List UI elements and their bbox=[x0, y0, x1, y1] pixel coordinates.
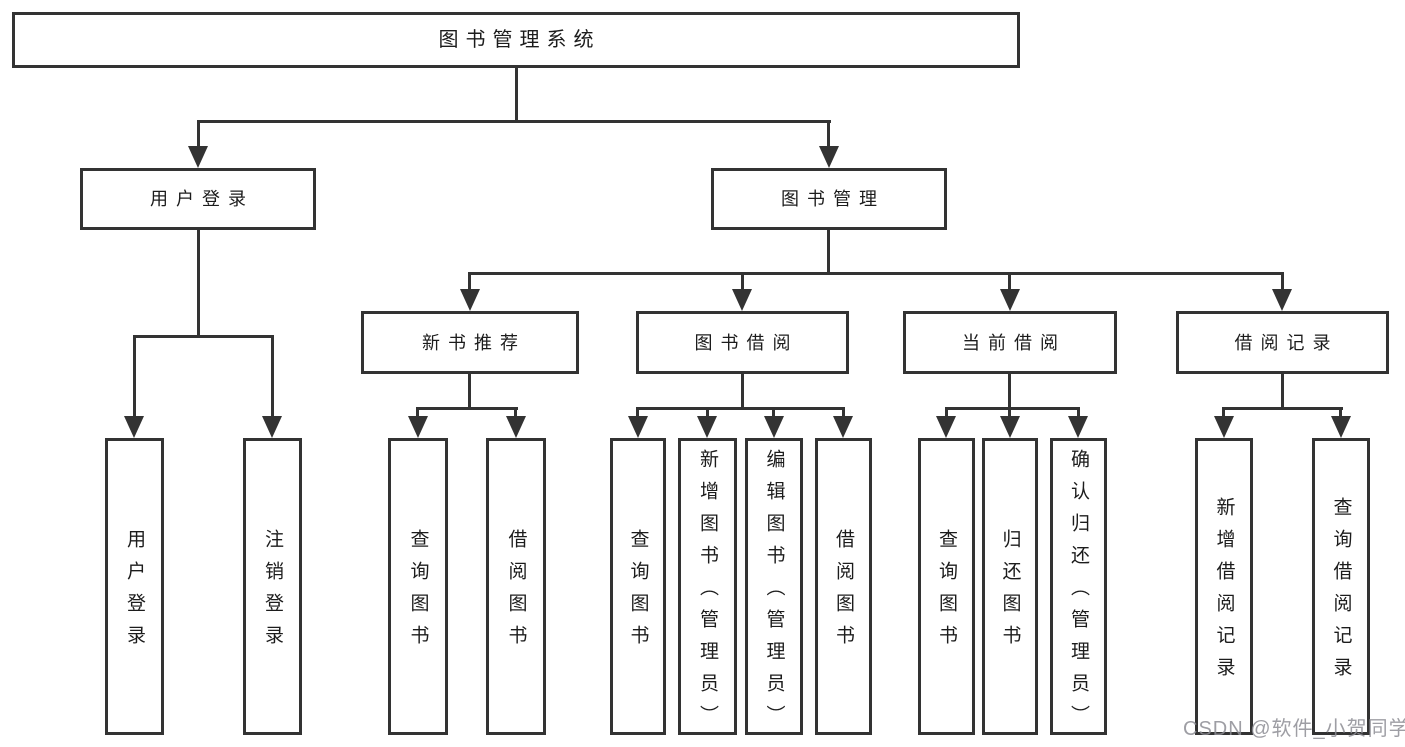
connector-current-borrow-stem bbox=[1008, 272, 1011, 291]
connector-root-stem bbox=[515, 66, 518, 122]
leaf-cb-query-books-label: 查询图书 bbox=[936, 529, 957, 657]
leaf-bb-edit-books-admin: 编辑图书（管理员） bbox=[745, 438, 803, 737]
leaf-bb-add-books-admin: 新增图书（管理员） bbox=[678, 438, 737, 737]
node-root-label: 图书管理系统 bbox=[438, 29, 601, 51]
connector-root-hline bbox=[197, 120, 831, 123]
connector-bb-leaf4-stem bbox=[842, 407, 845, 419]
leaf-user-login: 用户登录 bbox=[105, 438, 164, 735]
connector-ul-leaf2-stem bbox=[271, 335, 274, 418]
arrowhead-br-leaf2 bbox=[1331, 416, 1351, 438]
arrowhead-bb-leaf3 bbox=[764, 416, 784, 438]
connector-user-login-stem bbox=[197, 120, 200, 148]
connector-bb-leaf1-stem bbox=[636, 407, 639, 419]
leaf-br-query-record: 查询借阅记录 bbox=[1312, 438, 1370, 735]
leaf-bb-query-books: 查询图书 bbox=[610, 438, 666, 735]
connector-book-mgmt-stem bbox=[827, 120, 830, 148]
leaf-user-login-label: 用户登录 bbox=[124, 529, 145, 657]
leaf-bb-edit-books-admin-label: 编辑图书（管理员） bbox=[763, 449, 785, 737]
connector-borrow-record-split bbox=[1222, 407, 1343, 410]
arrowhead-new-book bbox=[460, 289, 480, 311]
node-current-borrow-label: 当前借阅 bbox=[962, 332, 1066, 353]
leaf-br-add-record: 新增借阅记录 bbox=[1195, 438, 1253, 735]
leaf-nb-borrow-books-label: 借阅图书 bbox=[505, 529, 527, 657]
arrowhead-bb-leaf2 bbox=[697, 416, 717, 438]
leaf-br-query-record-label: 查询借阅记录 bbox=[1330, 497, 1352, 689]
node-borrow-record: 借阅记录 bbox=[1176, 311, 1389, 374]
connector-nb-leaf2-stem bbox=[514, 407, 517, 419]
connector-current-borrow-down bbox=[1008, 372, 1011, 410]
node-book-mgmt: 图书管理 bbox=[711, 168, 947, 230]
connector-book-borrow-split bbox=[636, 407, 845, 410]
leaf-cb-return-books: 归还图书 bbox=[982, 438, 1038, 735]
connector-book-mgmt-down bbox=[827, 228, 830, 274]
node-borrow-record-label: 借阅记录 bbox=[1234, 332, 1339, 353]
leaf-bb-add-books-admin-label: 新增图书（管理员） bbox=[697, 449, 718, 737]
node-new-book-label: 新书推荐 bbox=[422, 332, 526, 353]
connector-book-borrow-down bbox=[741, 372, 744, 410]
arrowhead-nb-leaf2 bbox=[506, 416, 526, 438]
arrowhead-book-mgmt bbox=[819, 146, 839, 168]
node-book-borrow-label: 图书借阅 bbox=[694, 332, 799, 353]
connector-bb-leaf2-stem bbox=[706, 407, 709, 419]
connector-br-leaf2-stem bbox=[1339, 407, 1342, 419]
connector-cb-leaf3-stem bbox=[1077, 407, 1080, 419]
arrowhead-cb-leaf1 bbox=[936, 416, 956, 438]
node-book-mgmt-label: 图书管理 bbox=[781, 189, 885, 209]
leaf-bb-borrow-books: 借阅图书 bbox=[815, 438, 872, 735]
arrowhead-cb-leaf2 bbox=[1000, 416, 1020, 438]
leaf-nb-query-books: 查询图书 bbox=[388, 438, 448, 735]
connector-new-book-down bbox=[468, 372, 471, 410]
node-book-borrow: 图书借阅 bbox=[636, 311, 849, 374]
connector-level3-hline bbox=[470, 272, 1283, 275]
arrowhead-book-borrow bbox=[732, 289, 752, 311]
connector-borrow-record-down bbox=[1281, 372, 1284, 410]
leaf-br-add-record-label: 新增借阅记录 bbox=[1213, 497, 1235, 689]
connector-current-borrow-split bbox=[945, 407, 1080, 410]
arrowhead-bb-leaf1 bbox=[628, 416, 648, 438]
connector-ul-leaf1-stem bbox=[133, 335, 136, 418]
node-new-book: 新书推荐 bbox=[361, 311, 579, 374]
leaf-cb-query-books: 查询图书 bbox=[918, 438, 975, 735]
connector-new-book-split bbox=[416, 407, 518, 410]
arrowhead-ul-leaf2 bbox=[262, 416, 282, 438]
leaf-logout-label: 注销登录 bbox=[262, 529, 283, 657]
arrowhead-current-borrow bbox=[1000, 289, 1020, 311]
leaf-bb-query-books-label: 查询图书 bbox=[627, 529, 649, 657]
connector-cb-leaf1-stem bbox=[945, 407, 948, 419]
leaf-logout: 注销登录 bbox=[243, 438, 302, 735]
arrowhead-br-leaf1 bbox=[1214, 416, 1234, 438]
node-user-login: 用户登录 bbox=[80, 168, 316, 230]
connector-br-leaf1-stem bbox=[1222, 407, 1225, 419]
leaf-bb-borrow-books-label: 借阅图书 bbox=[833, 529, 854, 657]
leaf-nb-borrow-books: 借阅图书 bbox=[486, 438, 546, 735]
arrowhead-nb-leaf1 bbox=[408, 416, 428, 438]
connector-new-book-stem bbox=[468, 272, 471, 291]
node-current-borrow: 当前借阅 bbox=[903, 311, 1117, 374]
csdn-watermark: CSDN @软件_小贺同学 bbox=[1183, 718, 1405, 740]
connector-book-borrow-stem bbox=[741, 272, 744, 291]
leaf-nb-query-books-label: 查询图书 bbox=[407, 529, 429, 657]
connector-user-login-split bbox=[133, 335, 274, 338]
node-user-login-label: 用户登录 bbox=[150, 189, 254, 209]
connector-user-login-down bbox=[197, 228, 200, 337]
arrowhead-cb-leaf3 bbox=[1068, 416, 1088, 438]
arrowhead-bb-leaf4 bbox=[833, 416, 853, 438]
leaf-cb-confirm-return-admin-label: 确认归还（管理员） bbox=[1068, 449, 1089, 737]
arrowhead-user-login bbox=[188, 146, 208, 168]
leaf-cb-confirm-return-admin: 确认归还（管理员） bbox=[1050, 438, 1107, 737]
connector-borrow-record-stem bbox=[1281, 272, 1284, 291]
arrowhead-borrow-record bbox=[1272, 289, 1292, 311]
connector-bb-leaf3-stem bbox=[772, 407, 775, 419]
connector-cb-leaf2-stem bbox=[1008, 407, 1011, 419]
node-root: 图书管理系统 bbox=[12, 12, 1020, 68]
connector-nb-leaf1-stem bbox=[416, 407, 419, 419]
leaf-cb-return-books-label: 归还图书 bbox=[999, 529, 1021, 657]
arrowhead-ul-leaf1 bbox=[124, 416, 144, 438]
